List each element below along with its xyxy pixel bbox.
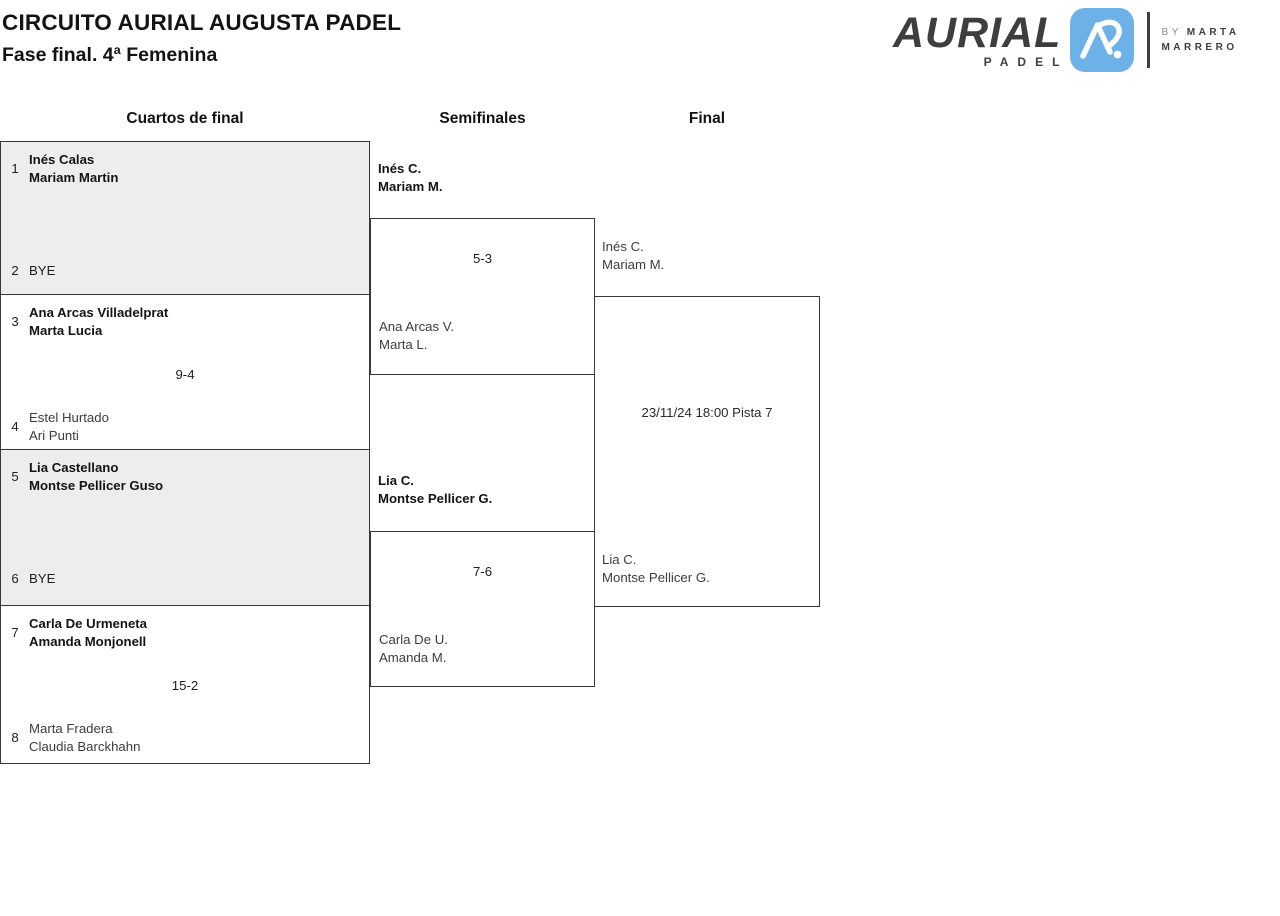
player-name: Mariam Martin [29,170,119,185]
byline-prefix: BY [1161,27,1182,38]
player-name: Marta Lucia [29,322,103,338]
page-subtitle: Fase final. 4ª Femenina [2,44,218,66]
team-names: Ana Arcas V. Marta L. [379,318,454,354]
seed-number: 4 [11,418,19,434]
logo-brand-text: AURIAL [893,8,1062,57]
team-names: Marta Fradera Claudia Barckhahn [29,720,140,756]
player-name: Marta Fradera [29,721,113,736]
player-name: Lia Castellano [29,460,119,475]
player-name: Ana Arcas V. [379,319,455,334]
logo-brand-subtext: PADEL [983,54,1069,69]
logo-wordmark: AURIAL PADEL [893,8,1062,69]
quarterfinal-match-3: 5 Lia Castellano Montse Pellicer Guso 6 … [0,449,370,607]
quarterfinal-match-4: 7 Carla De Urmeneta Amanda Monjonell 15-… [0,605,370,764]
seed-number: 3 [11,313,19,329]
player-name: Montse Pellicer G. [602,570,710,585]
final-bottom-team: Lia C. Montse Pellicer G. [602,551,710,587]
round-header-semifinals: Semifinales [439,110,526,127]
player-name: Marta L. [379,337,428,352]
player-name: Mariam M. [378,179,443,194]
seed-number: 1 [11,161,19,176]
seed-number: 5 [11,469,19,484]
team-row: 7 Carla De Urmeneta Amanda Monjonell [9,615,147,651]
team-row: 3 Ana Arcas Villadelprat Marta Lucia [9,304,168,340]
match-score: 7-6 [472,564,493,579]
aurial-padel-logo: AURIAL PADEL BY MARTA MARRERO [893,8,1240,72]
quarterfinal-match-1: 1 Inés Calas Mariam Martin 2 BYE [0,141,370,295]
player-name: Ana Arcas Villadelprat [29,304,169,320]
player-name: Carla De Urmeneta [29,616,148,631]
seed-number: 6 [11,571,19,586]
team-row: 1 Inés Calas Mariam Martin [9,151,118,187]
team-names: Ana Arcas Villadelprat Marta Lucia [29,304,168,340]
team-names: Carla De Urmeneta Amanda Monjonell [29,615,147,651]
final-top-team: Inés C. Mariam M. [602,238,664,274]
logo-byline: BY MARTA MARRERO [1161,25,1239,55]
player-name: Lia C. [378,473,414,488]
player-name: Estel Hurtado [29,409,109,425]
match-score: 5-3 [472,251,493,266]
team-row: 5 Lia Castellano Montse Pellicer Guso [9,459,163,495]
player-name: Inés C. [378,161,422,176]
team-names: Lia Castellano Montse Pellicer Guso [29,459,163,495]
semifinal-1-advancing-team: Inés C. Mariam M. [378,160,443,196]
team-row: 8 Marta Fradera Claudia Barckhahn [9,720,140,756]
byline-name-last: MARRERO [1161,42,1238,53]
match-score: 15-2 [171,678,199,693]
player-name: Inés Calas [29,152,95,167]
team-row: 4 Estel Hurtado Ari Punti [9,409,109,445]
bye-label: BYE [29,571,56,586]
player-name: Mariam M. [602,257,665,272]
seed-number: 2 [11,263,19,278]
team-names: Estel Hurtado Ari Punti [29,409,109,445]
player-name: Carla De U. [379,632,448,647]
player-name: Montse Pellicer G. [378,491,493,506]
seed-number: 7 [11,625,19,640]
team-row: 2 BYE [9,262,55,280]
match-score: 9-4 [175,366,195,382]
round-header-final: Final [688,110,726,127]
player-name: Lia C. [602,552,637,567]
player-name: Inés C. [602,239,644,254]
player-name: Montse Pellicer Guso [29,478,164,493]
player-name: Amanda M. [379,650,447,665]
logo-divider [1147,12,1151,68]
team-names: Inés Calas Mariam Martin [29,151,118,187]
player-name: Ari Punti [29,427,79,443]
player-name: Amanda Monjonell [29,634,147,649]
final-schedule: 23/11/24 18:00 Pista 7 [641,405,773,420]
round-header-quarterfinals: Cuartos de final [126,110,244,127]
final-match: 23/11/24 18:00 Pista 7 [594,296,820,607]
team-row: 6 BYE [9,570,55,588]
page-title: CIRCUITO AURIAL AUGUSTA PADEL [2,10,402,35]
semifinal-match-2: 7-6 Carla De U. Amanda M. [370,531,595,687]
semifinal-match-1: 5-3 Ana Arcas V. Marta L. [370,218,595,375]
semifinal-2-advancing-team: Lia C. Montse Pellicer G. [378,472,492,508]
quarterfinal-match-2: 3 Ana Arcas Villadelprat Marta Lucia 9-4… [0,293,370,451]
team-names: Carla De U. Amanda M. [379,631,448,667]
aurial-monogram-icon [1070,8,1135,72]
seed-number: 8 [11,730,19,745]
bye-label: BYE [29,263,56,278]
player-name: Claudia Barckhahn [29,739,141,754]
byline-name-first: MARTA [1186,27,1240,38]
